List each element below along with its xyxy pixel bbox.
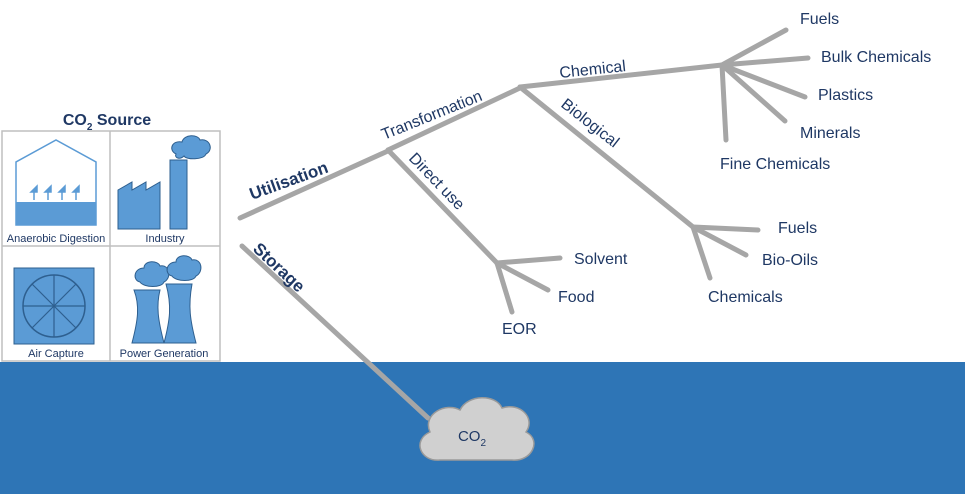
factory-icon [117,181,161,230]
product-fuels-biological: Fuels [778,220,817,237]
chemical-products: Fuels Bulk Chemicals Plastics Minerals F… [720,11,931,173]
product-eor: EOR [502,321,537,338]
direct-use-products: Solvent Food EOR [502,251,628,338]
source-panel: Anaerobic Digestion Industry Air Capture [1,130,221,362]
chemical-fan [719,27,811,143]
product-plastics: Plastics [818,87,873,104]
cloud-co2-subscript: 2 [480,438,486,449]
branch-lines [237,27,811,421]
svg-text:CO2: CO2 [458,428,487,449]
transformation-label: Transformation [379,88,485,144]
direct-use-line [385,147,500,266]
product-minerals: Minerals [800,125,860,142]
chimney-icon [169,159,188,230]
source-title: CO2 Source [63,112,151,133]
chemical-line [517,62,725,90]
biological-products: Fuels Bio-Oils Chemicals [708,220,818,306]
product-food: Food [558,289,594,306]
digester-liquid-icon [16,202,96,225]
chemical-label: Chemical [559,58,627,82]
power-generation-tile: Power Generation [120,255,209,360]
air-capture-tile: Air Capture [13,267,95,360]
gas-bubbles-icon [29,184,80,200]
smoke-icon [171,135,211,160]
fan-icon [22,274,86,338]
cooling-tower-left-icon [131,289,165,344]
direct-use-label: Direct use [405,150,467,214]
product-solvent: Solvent [574,251,628,268]
product-fuels-chemical: Fuels [800,11,839,28]
product-chemicals-biological: Chemicals [708,289,783,306]
air-capture-label: Air Capture [28,348,84,360]
steam-cloud-left-icon [134,261,170,287]
industry-label: Industry [145,233,185,245]
storage-line [239,243,431,421]
product-fine-chemicals: Fine Chemicals [720,156,830,173]
steam-cloud-right-icon [166,255,202,281]
source-title-suffix: Source [92,112,151,129]
utilisation-line [237,147,393,221]
cloud-co2-label: CO [458,428,481,445]
source-title-subscript: 2 [87,122,93,133]
source-title-prefix: CO [63,112,87,129]
product-bulk-chemicals: Bulk Chemicals [821,49,931,66]
biological-fan [690,224,761,281]
direct-use-fan [494,255,563,315]
anaerobic-digestion-tile: Anaerobic Digestion [7,139,105,245]
power-generation-label: Power Generation [120,348,209,360]
anaerobic-digestion-label: Anaerobic Digestion [7,233,105,245]
biological-line [517,84,696,230]
industry-tile: Industry [117,135,211,245]
cooling-tower-right-icon [163,283,197,344]
product-bio-oils: Bio-Oils [762,252,818,269]
storage-label: Storage [249,239,308,296]
transformation-line [385,84,525,153]
co2-storage-cloud: CO2 [419,397,535,461]
